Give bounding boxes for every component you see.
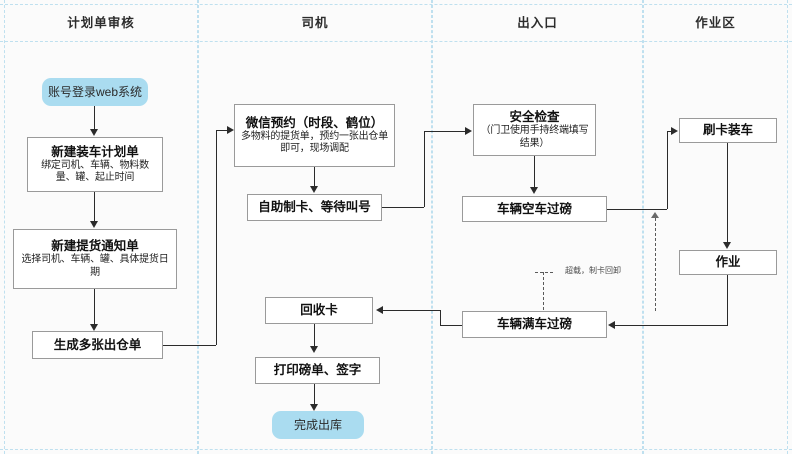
edge-swipeload-to-operation-line — [727, 143, 728, 243]
edge-swipeload-to-operation-arrow — [722, 242, 731, 249]
node-new-load-plan[interactable]: 新建装车计划单 绑定司机、车辆、物料数量、罐、起止时间 — [27, 137, 163, 192]
node-new-pickup-notice[interactable]: 新建提货通知单 选择司机、车辆、罐、具体提货日期 — [13, 229, 177, 289]
node-finish-outbound-title: 完成出库 — [293, 417, 342, 432]
node-self-card-wait[interactable]: 自助制卡、等待叫号 — [247, 194, 382, 221]
edge-notice-to-orders-arrow — [89, 324, 98, 331]
swimlane-column-plan — [4, 0, 198, 454]
swimlane-header-row — [0, 4, 792, 42]
node-recycle-card-title: 回收卡 — [300, 303, 338, 317]
node-recycle-card[interactable]: 回收卡 — [265, 297, 373, 324]
edge-notice-to-orders-line — [94, 289, 95, 325]
edge-selfcard-to-safety-arrow — [465, 126, 472, 135]
edge-safety-to-emptyweigh-arrow — [529, 187, 538, 194]
node-print-weighbill-sign-title: 打印磅单、签字 — [273, 363, 362, 377]
edge-printsign-to-finish-line — [314, 384, 315, 405]
swimlane-column-work — [643, 0, 788, 454]
edge-recycle-to-printsign-line — [314, 324, 315, 347]
node-empty-vehicle-weighing-title: 车辆空车过磅 — [496, 201, 572, 216]
swimlane-title-plan: 计划单审核 — [67, 16, 135, 30]
node-wechat-booking-subtitle: 多物料的提货单，预约一张出仓单即可，现场调配 — [241, 130, 388, 155]
node-safety-check[interactable]: 安全检查 （门卫使用手持终端填写结果） — [473, 104, 596, 156]
edge-overload-label-tick-vertical — [543, 272, 544, 310]
edge-safety-to-emptyweigh-line — [534, 156, 535, 188]
edge-overload-label-tick-horizontal — [535, 272, 553, 273]
edge-operation-to-fullweigh-arrow — [608, 320, 615, 329]
swimlane-column-gate — [432, 0, 643, 454]
edge-orders-to-wechat-seg-h2 — [216, 130, 228, 131]
node-finish-outbound[interactable]: 完成出库 — [272, 411, 364, 439]
edge-overload-label: 超载，制卡回卸 — [565, 266, 621, 275]
node-new-pickup-notice-title: 新建提货通知单 — [51, 239, 139, 253]
node-operation-title: 作业 — [715, 255, 741, 269]
edge-emptyweigh-to-swipeload-seg-h1 — [607, 209, 667, 210]
edge-login-to-plan-line — [94, 106, 95, 130]
swimlane-title-work: 作业区 — [695, 16, 736, 30]
node-swipe-card-load-title: 刷卡装车 — [702, 123, 753, 137]
node-login[interactable]: 账号登录web系统 — [42, 78, 148, 106]
edge-wechat-to-selfcard-line — [314, 167, 315, 187]
node-operation[interactable]: 作业 — [679, 250, 777, 275]
node-generate-outbound-orders[interactable]: 生成多张出仓单 — [32, 331, 163, 359]
edge-recycle-to-printsign-arrow — [309, 346, 318, 353]
node-wechat-booking[interactable]: 微信预约（时段、鹤位） 多物料的提货单，预约一张出仓单即可，现场调配 — [234, 104, 395, 167]
swimlane-column-driver — [198, 0, 432, 454]
node-full-vehicle-weighing-title: 车辆满车过磅 — [496, 317, 572, 331]
node-new-load-plan-subtitle: 绑定司机、车辆、物料数量、罐、起止时间 — [41, 159, 149, 184]
swimlane-bottom-border — [0, 449, 792, 450]
node-wechat-booking-title: 微信预约（时段、鹤位） — [245, 115, 384, 130]
edge-operation-to-fullweigh-seg-h — [615, 325, 728, 326]
node-safety-check-title: 安全检查 — [509, 110, 560, 124]
node-safety-check-subtitle: （门卫使用手持终端填写结果） — [480, 125, 589, 149]
edge-overload-dashed-arrow — [651, 212, 659, 218]
edge-orders-to-wechat-seg-h1 — [163, 345, 216, 346]
edge-selfcard-to-safety-seg-h2 — [424, 131, 466, 132]
node-swipe-card-load[interactable]: 刷卡装车 — [679, 118, 777, 143]
edge-selfcard-to-safety-seg-v — [424, 131, 425, 207]
node-new-load-plan-title: 新建装车计划单 — [51, 144, 139, 159]
edge-emptyweigh-to-swipeload-seg-h2 — [667, 131, 672, 132]
edge-fullweigh-to-recycle-seg-v — [440, 310, 441, 326]
edge-emptyweigh-to-swipeload-arrow — [671, 126, 678, 135]
edge-operation-to-fullweigh-seg-v — [727, 275, 728, 325]
edge-fullweigh-to-recycle-seg-h2 — [383, 310, 441, 311]
edge-plan-to-notice-arrow — [89, 221, 98, 228]
edge-orders-to-wechat-arrow — [227, 125, 234, 134]
node-login-title: 账号登录web系统 — [47, 84, 142, 99]
node-empty-vehicle-weighing[interactable]: 车辆空车过磅 — [462, 196, 607, 222]
edge-fullweigh-to-recycle-seg-h1 — [440, 325, 462, 326]
node-generate-outbound-orders-title: 生成多张出仓单 — [53, 337, 142, 352]
edge-wechat-to-selfcard-arrow — [309, 186, 318, 193]
node-full-vehicle-weighing[interactable]: 车辆满车过磅 — [462, 311, 607, 338]
node-new-pickup-notice-subtitle: 选择司机、车辆、罐、具体提货日期 — [21, 254, 169, 278]
swimlane-title-gate: 出入口 — [517, 16, 558, 30]
edge-fullweigh-to-recycle-arrow — [376, 305, 383, 314]
edge-emptyweigh-to-swipeload-seg-v — [667, 131, 668, 209]
node-self-card-wait-title: 自助制卡、等待叫号 — [258, 200, 371, 214]
node-print-weighbill-sign[interactable]: 打印磅单、签字 — [255, 357, 380, 384]
edge-plan-to-notice-line — [94, 192, 95, 222]
edge-orders-to-wechat-seg-v — [216, 130, 217, 345]
edge-printsign-to-finish-arrow — [309, 404, 318, 411]
edge-overload-dashed-vertical — [655, 218, 656, 311]
edge-selfcard-to-safety-seg-h1 — [382, 207, 424, 208]
edge-login-to-plan-arrow — [89, 129, 98, 136]
swimlane-title-driver: 司机 — [301, 16, 329, 30]
